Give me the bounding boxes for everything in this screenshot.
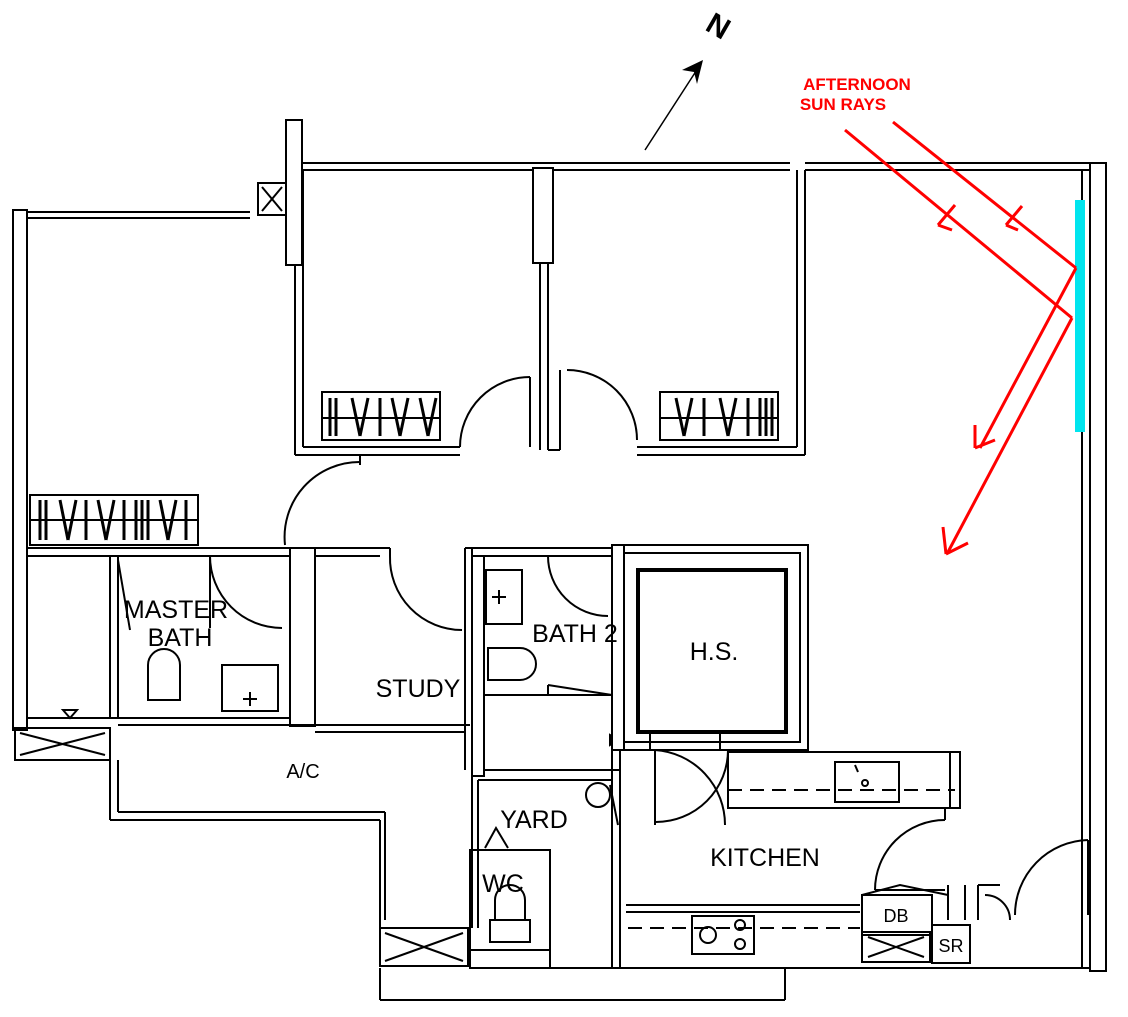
structural-column [285, 119, 303, 266]
master-bath-room [27, 547, 316, 727]
bath-2-room [465, 547, 620, 777]
basin [221, 664, 279, 712]
compass-label: N [700, 7, 735, 46]
room-label-wc: WC [482, 870, 524, 898]
db-sr-closet [861, 883, 971, 964]
ac-ledge-area [109, 724, 470, 928]
wardrobe [659, 391, 779, 441]
sink [834, 761, 900, 803]
sun-rays-annotation [844, 120, 1085, 556]
outer-walls [12, 162, 1107, 1001]
north-arrow-icon: N [644, 7, 736, 151]
wc-room [469, 849, 551, 961]
master-wardrobe [29, 494, 199, 546]
toilet [494, 884, 526, 921]
annotation-line-1: AFTERNOON [803, 75, 911, 94]
room-label-kitchen: KITCHEN [710, 844, 820, 872]
room-label-master-bath: MASTER [124, 596, 228, 624]
room-label-db: DB [883, 906, 908, 926]
room-label-master-bath-2: BATH [148, 624, 213, 652]
room-label-study: STUDY [376, 675, 461, 703]
hob [691, 915, 755, 955]
window-highlight [1075, 200, 1085, 432]
wardrobe [321, 391, 441, 441]
ac-ledge [14, 727, 111, 761]
room-label-hs: H.S. [690, 638, 739, 666]
room-label-yard: YARD [500, 806, 568, 834]
study-room [315, 547, 473, 770]
toilet [487, 647, 537, 681]
yard-area [469, 750, 621, 969]
room-label-bath-2: BATH 2 [532, 620, 618, 648]
toilet [147, 648, 181, 701]
kitchen-area [620, 749, 961, 955]
bedroom-3 [548, 170, 806, 456]
ac-ledge-top [257, 182, 287, 216]
room-label-ac: A/C [286, 761, 319, 783]
household-shelter [611, 544, 809, 751]
annotation-line-2: SUN RAYS [800, 95, 886, 114]
wardrobe-slats [328, 397, 774, 437]
room-label-sr: SR [938, 936, 963, 956]
door-arc [283, 460, 361, 546]
ac-ledge [379, 927, 469, 967]
entrance-door-arc [1014, 839, 1089, 916]
basin [485, 569, 523, 625]
